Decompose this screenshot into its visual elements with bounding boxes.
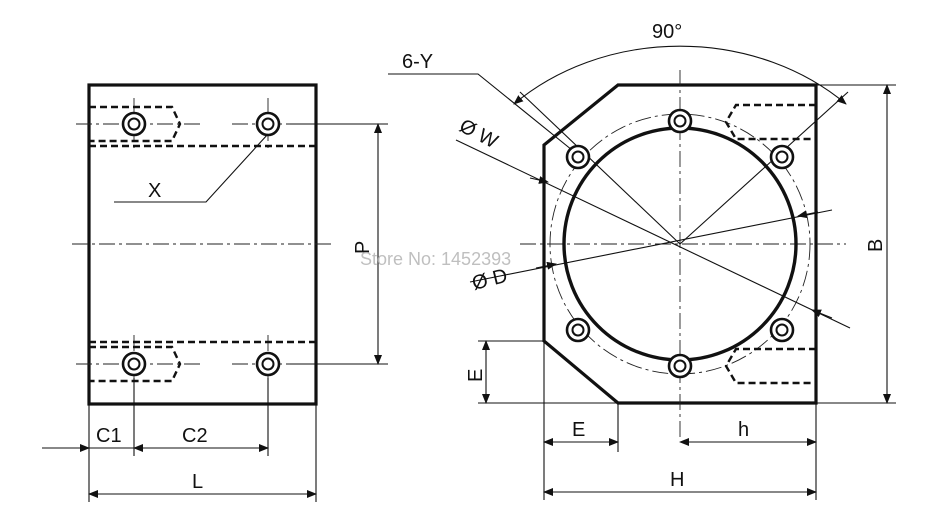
hidden-thread-front-bottom bbox=[724, 347, 816, 385]
d-label: Ø D bbox=[470, 265, 510, 295]
c1-label: C1 bbox=[96, 425, 122, 447]
H-label: H bbox=[670, 469, 684, 491]
front-hole bbox=[769, 317, 795, 343]
front-hole bbox=[667, 108, 693, 134]
side-view: X P C1 C2 L bbox=[42, 83, 388, 502]
front-hole bbox=[565, 144, 591, 170]
holes-label: 6-Y bbox=[402, 51, 433, 73]
angle-arc bbox=[513, 45, 847, 105]
front-hole bbox=[769, 144, 795, 170]
front-view: 90° 6-Y Ø W Ø D bbox=[388, 21, 896, 500]
angle-label: 90° bbox=[652, 21, 682, 43]
holes-leader bbox=[388, 73, 573, 151]
store-watermark: Store No: 1452393 bbox=[360, 249, 511, 269]
e-vertical-label: E bbox=[465, 369, 487, 382]
l-label: L bbox=[192, 471, 203, 493]
front-hole bbox=[565, 317, 591, 343]
hidden-thread-bottom bbox=[89, 345, 182, 383]
side-hole bbox=[255, 351, 281, 377]
b-label: B bbox=[865, 239, 887, 252]
hidden-thread-top bbox=[89, 105, 182, 143]
p-label: P bbox=[352, 241, 374, 254]
e-horizontal-label: E bbox=[572, 419, 585, 441]
side-body-outline bbox=[87, 83, 318, 406]
d-diameter-line bbox=[469, 209, 833, 283]
c2-label: C2 bbox=[182, 425, 208, 447]
hidden-thread-front-top bbox=[724, 103, 816, 141]
w-label: Ø W bbox=[456, 115, 502, 153]
side-hole bbox=[121, 111, 147, 137]
x-leader bbox=[114, 133, 269, 203]
side-hole bbox=[121, 351, 147, 377]
x-label: X bbox=[148, 180, 161, 202]
front-hole bbox=[667, 353, 693, 379]
w-diameter-line bbox=[455, 139, 851, 329]
h-label: h bbox=[738, 419, 749, 441]
side-hole bbox=[255, 111, 281, 137]
